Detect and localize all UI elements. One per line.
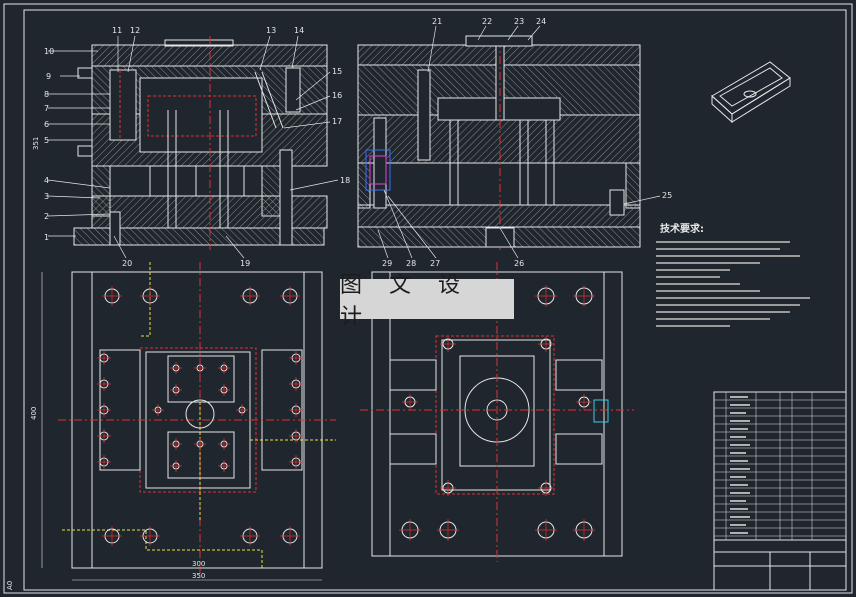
- hole-centerline: [399, 519, 421, 541]
- part-number: 1: [44, 233, 49, 242]
- part-number: 5: [44, 136, 49, 145]
- watermark: 图 文 设 计: [340, 273, 514, 330]
- hole-centerline: [97, 429, 111, 443]
- hole-centerline: [152, 404, 164, 416]
- part-number: 3: [44, 192, 49, 201]
- part-number: 12: [130, 26, 140, 35]
- hole-centerline: [218, 460, 230, 472]
- hole-centerline: [440, 336, 456, 352]
- part-number: 13: [266, 26, 276, 35]
- inner-border: [23, 9, 847, 591]
- part-number: 26: [514, 259, 524, 268]
- part-number: 20: [122, 259, 132, 268]
- hole-centerline: [97, 377, 111, 391]
- hole-centerline: [289, 403, 303, 417]
- hole-centerline: [218, 362, 230, 374]
- part-number: 10: [44, 47, 54, 56]
- part-number: 7: [44, 104, 49, 113]
- hole-centerline: [573, 519, 595, 541]
- hole-centerline: [102, 286, 122, 306]
- hole-centerline: [97, 351, 111, 365]
- part-number: 28: [406, 259, 416, 268]
- hole-centerline: [402, 394, 418, 410]
- part-number: 24: [536, 17, 546, 26]
- hole-centerline: [440, 480, 456, 496]
- tech-requirements-text: [656, 241, 810, 327]
- hole-centerline: [236, 404, 248, 416]
- hole-centerline: [170, 438, 182, 450]
- plan-right-holes: [399, 285, 595, 541]
- dim-left: 300 350 400 A0: [6, 272, 322, 590]
- part-numbers-side: 21 22 23 24 29 28 27 26 25: [382, 17, 672, 268]
- hole-centerline: [218, 384, 230, 396]
- hole-centerline: [437, 519, 459, 541]
- isometric-part: [711, 61, 791, 124]
- hole-centerline: [194, 362, 206, 374]
- part-number: 19: [240, 259, 250, 268]
- hole-centerline: [140, 286, 160, 306]
- part-number: 18: [340, 176, 350, 185]
- part-number: 9: [46, 72, 51, 81]
- part-number: 6: [44, 120, 49, 129]
- hole-centerline: [535, 519, 557, 541]
- hole-centerline: [280, 286, 300, 306]
- hole-centerline: [289, 429, 303, 443]
- part-number: 16: [332, 91, 342, 100]
- hole-centerline: [102, 526, 122, 546]
- hole-centerline: [240, 526, 260, 546]
- hole-centerline: [218, 438, 230, 450]
- hole-centerline: [240, 286, 260, 306]
- hole-centerline: [538, 336, 554, 352]
- part-number: 8: [44, 90, 49, 99]
- hole-centerline: [97, 455, 111, 469]
- part-number: 2: [44, 212, 49, 221]
- side-section-view: [357, 35, 641, 250]
- part-number: 22: [482, 17, 492, 26]
- hole-centerline: [576, 394, 592, 410]
- part-number: 15: [332, 67, 342, 76]
- dim-height: 400: [30, 407, 38, 420]
- hole-centerline: [289, 455, 303, 469]
- hole-centerline: [535, 285, 557, 307]
- leaders-front: [47, 35, 339, 259]
- part-number: 17: [332, 117, 342, 126]
- hole-centerline: [573, 285, 595, 307]
- dim-side: 351: [32, 137, 40, 150]
- hole-centerline: [140, 526, 160, 546]
- part-number: 14: [294, 26, 304, 35]
- dim-width-outer: 350: [192, 572, 205, 580]
- hole-centerline: [170, 384, 182, 396]
- plan-view-right: [360, 262, 634, 562]
- part-number: 11: [112, 26, 122, 35]
- part-number: 23: [514, 17, 524, 26]
- hole-centerline: [289, 377, 303, 391]
- part-number: 21: [432, 17, 442, 26]
- part-numbers-front: 1 2 3 4 5 6 7 8 9 10 11 12 13 14 15 16 1…: [44, 26, 350, 268]
- tech-requirements-title: 技术要求:: [660, 222, 704, 235]
- bom-table: [713, 391, 847, 591]
- part-number: 25: [662, 191, 672, 200]
- part-number: 29: [382, 259, 392, 268]
- plan-left-holes: [97, 286, 303, 546]
- hole-centerline: [97, 403, 111, 417]
- part-number: 27: [430, 259, 440, 268]
- outer-border: [3, 3, 853, 594]
- hole-centerline: [170, 460, 182, 472]
- hole-centerline: [170, 362, 182, 374]
- hole-centerline: [289, 351, 303, 365]
- dim-width-inner: 300: [192, 560, 205, 568]
- leaders-side: [377, 25, 661, 259]
- corner-label: A0: [6, 581, 14, 590]
- hole-centerline: [538, 480, 554, 496]
- front-section-view: [73, 36, 328, 250]
- part-number: 4: [44, 176, 49, 185]
- hole-centerline: [194, 438, 206, 450]
- hole-centerline: [280, 526, 300, 546]
